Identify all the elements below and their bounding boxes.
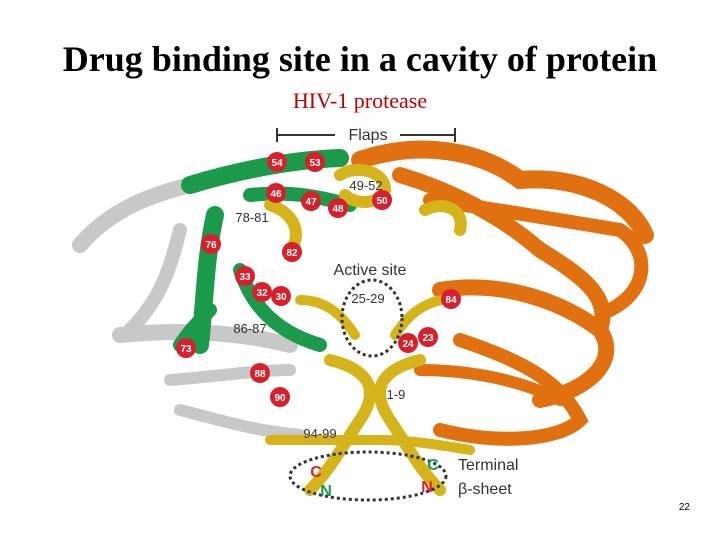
svg-text:24: 24 (402, 339, 414, 350)
svg-text:50: 50 (376, 196, 388, 207)
yellow-segments (264, 164, 475, 496)
residue-marker: 32 (252, 282, 272, 302)
orange-monomer (351, 140, 654, 446)
residue-marker: 53 (305, 152, 325, 172)
svg-text:53: 53 (309, 158, 321, 169)
active-site-label: Active site (334, 262, 407, 279)
residue-markers: 54 53 46 47 48 50 76 82 33 32 30 84 24 2… (176, 152, 461, 407)
residue-marker: 46 (266, 183, 286, 203)
svg-text:47: 47 (305, 197, 317, 208)
c-right-label: C (427, 457, 439, 474)
residue-marker: 47 (301, 191, 321, 211)
c-left-label: C (310, 464, 322, 481)
svg-text:30: 30 (275, 292, 287, 303)
svg-text:88: 88 (254, 369, 266, 380)
residue-marker: 82 (282, 242, 302, 262)
label-78-81: 78-81 (235, 210, 268, 225)
slide-title: Drug binding site in a cavity of protein (62, 39, 658, 79)
grey-strands (72, 177, 306, 441)
svg-text:76: 76 (205, 240, 217, 251)
terminal-label: Terminal (458, 457, 518, 474)
beta-sheet-label: β-sheet (458, 481, 512, 498)
svg-text:48: 48 (332, 204, 344, 215)
residue-marker: 84 (441, 289, 461, 309)
residue-marker: 30 (271, 286, 291, 306)
residue-marker: 88 (250, 363, 270, 383)
terminal-outline (288, 450, 448, 502)
label-86-87: 86-87 (233, 321, 266, 336)
residue-marker: 23 (418, 327, 438, 347)
residue-marker: 54 (267, 152, 287, 172)
svg-text:32: 32 (256, 288, 268, 299)
n-left-label: N (320, 483, 332, 500)
svg-text:73: 73 (180, 344, 192, 355)
label-49-52: 49-52 (349, 178, 382, 193)
svg-text:90: 90 (274, 393, 286, 404)
residue-marker: 33 (235, 266, 255, 286)
active-site-outline (340, 278, 404, 358)
svg-text:82: 82 (286, 248, 298, 259)
slide-subtitle: HIV-1 protease (292, 88, 428, 113)
residue-marker: 73 (176, 338, 196, 358)
residue-marker: 24 (398, 333, 418, 353)
page-number: 22 (678, 502, 690, 513)
flaps-bracket (276, 128, 456, 142)
residue-marker: 90 (270, 387, 290, 407)
svg-text:23: 23 (422, 333, 434, 344)
residue-marker: 76 (201, 234, 221, 254)
svg-text:33: 33 (239, 272, 251, 283)
n-right-label: N (421, 479, 433, 496)
residue-marker: 50 (372, 190, 392, 210)
svg-text:84: 84 (445, 295, 457, 306)
svg-text:54: 54 (271, 158, 283, 169)
label-94-99: 94-99 (303, 426, 336, 441)
flaps-label: Flaps (348, 127, 387, 144)
label-25-29: 25-29 (351, 291, 384, 306)
residue-marker: 48 (328, 198, 348, 218)
svg-text:46: 46 (270, 189, 282, 200)
label-1-9: 1-9 (387, 387, 406, 402)
